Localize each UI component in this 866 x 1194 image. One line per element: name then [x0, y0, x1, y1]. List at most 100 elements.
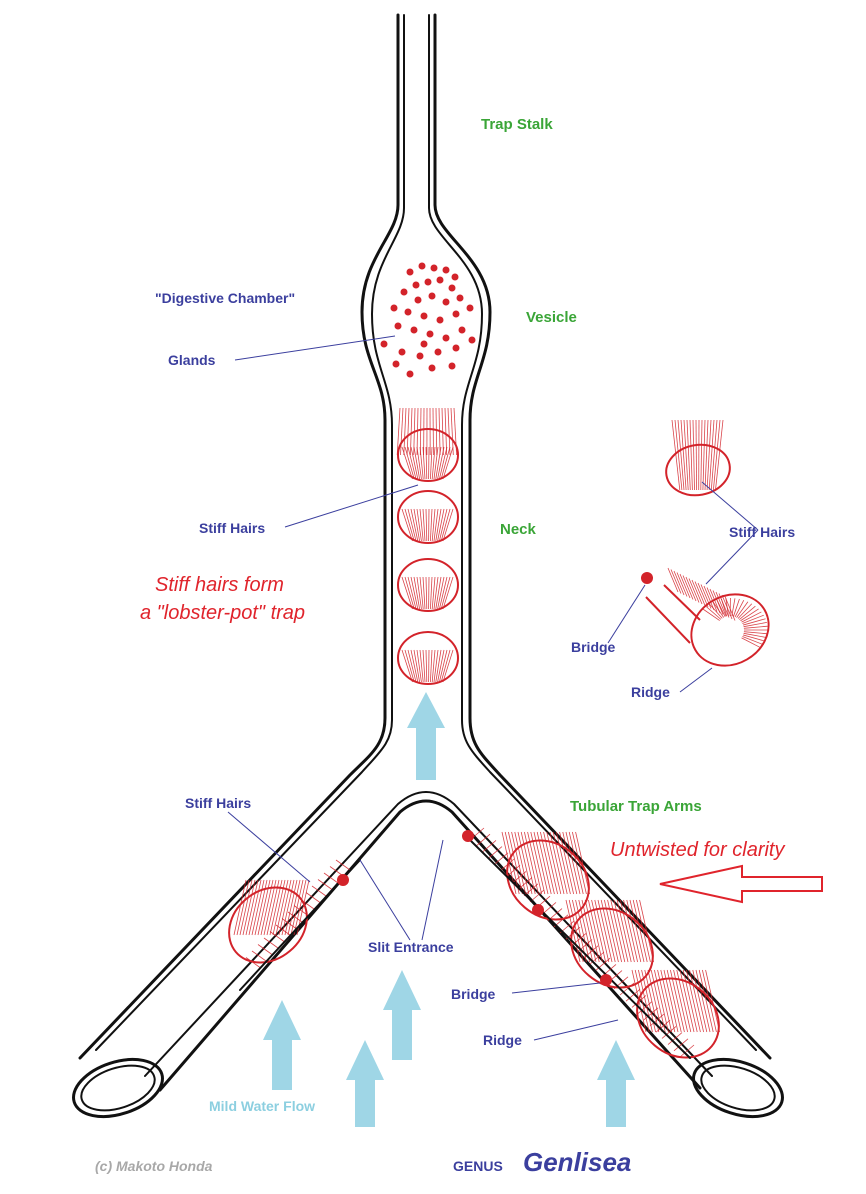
- arm-hair: [251, 879, 265, 936]
- label-stiff-hairs-arm: Stiff Hairs: [185, 795, 251, 811]
- arm-hair: [248, 879, 262, 936]
- arm-hair: [643, 1007, 659, 1021]
- label-stiff-hairs-detail: Stiff Hairs: [729, 524, 795, 540]
- neck-ring: [397, 558, 459, 612]
- detail-hair: [715, 419, 724, 491]
- detail-hair: [697, 582, 709, 608]
- neck-hair: [442, 649, 454, 683]
- arm-hair: [257, 944, 273, 955]
- neck-hair: [413, 576, 420, 610]
- slit-line-right: [467, 837, 691, 1059]
- neck-hair: [437, 446, 445, 480]
- arm-ring: [506, 839, 590, 921]
- bridge-dot-right-1: [462, 830, 474, 842]
- arm-hair: [511, 871, 527, 884]
- neck-hair: [439, 508, 448, 542]
- neck-hair: [396, 407, 401, 456]
- outer-wall-left: [78, 13, 400, 1060]
- label-digestive-chamber: "Digestive Chamber": [155, 290, 295, 306]
- neck-hair: [400, 407, 404, 456]
- arm-hair: [692, 969, 708, 1033]
- neck-hair: [440, 649, 451, 683]
- arm-hair: [667, 1032, 683, 1045]
- neck-hair: [437, 649, 445, 683]
- label-vesicle: Vesicle: [526, 309, 577, 326]
- neck-hair: [413, 508, 420, 542]
- arm-hair: [269, 879, 283, 936]
- neck-hair: [425, 649, 428, 683]
- arm-hair: [536, 831, 552, 895]
- neck-rings: [397, 428, 459, 685]
- arm-hair: [559, 831, 574, 895]
- arm-hair: [272, 879, 286, 936]
- arm-hair: [260, 879, 274, 936]
- arm-hairs: [233, 827, 720, 1058]
- arm-hair: [636, 899, 651, 963]
- neck-hair: [407, 649, 417, 683]
- arm-hair: [287, 911, 303, 923]
- arm-hair: [242, 879, 256, 936]
- arm-hair: [689, 969, 704, 1033]
- neck-hair: [430, 649, 433, 683]
- neck-hair: [401, 649, 413, 683]
- detail-hair: [667, 567, 679, 593]
- gland-dot: [380, 340, 388, 348]
- arm-hair: [629, 899, 645, 963]
- gland-dot: [420, 312, 428, 320]
- arm-hair: [575, 899, 590, 963]
- detail-hair: [671, 419, 681, 491]
- arm-hair: [620, 899, 635, 963]
- detail-hair: [743, 622, 767, 628]
- arm-hair: [702, 969, 717, 1033]
- arm-hair: [245, 879, 259, 936]
- arm-bridge-leader: [511, 982, 601, 994]
- arm-hair: [666, 969, 682, 1033]
- neck-hair: [422, 446, 426, 480]
- gland-dot: [456, 294, 464, 302]
- label-slit-entrance: Slit Entrance: [368, 939, 454, 955]
- detail-hair: [742, 636, 764, 646]
- neck-hair: [404, 649, 415, 683]
- arm-hair: [504, 831, 520, 895]
- slit-leader-right: [421, 839, 444, 941]
- neck-hair: [437, 576, 445, 610]
- neck-hair: [406, 407, 410, 456]
- gland-dot: [406, 370, 414, 378]
- flow-arrow-4: [597, 1040, 635, 1127]
- arm-hair: [284, 879, 298, 936]
- gland-dot: [428, 364, 436, 372]
- neck-hair: [425, 446, 428, 480]
- detail-hair: [676, 572, 688, 597]
- glands-leader: [234, 335, 396, 361]
- label-lobster-line1: Stiff hairs form: [155, 574, 284, 596]
- gland-dot: [394, 322, 402, 330]
- detail-hair: [736, 601, 749, 618]
- gland-dot: [452, 344, 460, 352]
- neck-hair: [433, 649, 439, 683]
- arm-hair: [568, 831, 584, 895]
- neck-hair: [442, 576, 454, 610]
- arm-hair: [317, 879, 333, 890]
- arm-hair: [562, 831, 578, 895]
- arm-inner-wall-outer: [158, 799, 702, 1092]
- gland-dot: [448, 362, 456, 370]
- neck-hairs-leader: [284, 484, 419, 528]
- neck-hair: [407, 446, 417, 480]
- gland-dot: [398, 348, 406, 356]
- label-bridge-detail: Bridge: [571, 639, 616, 655]
- arm-hair: [594, 899, 610, 963]
- detail-hair: [706, 419, 712, 491]
- arm-hair: [604, 899, 619, 963]
- neck-hair: [403, 407, 407, 456]
- gland-dot: [458, 326, 466, 334]
- detail-hair: [743, 625, 768, 629]
- gland-dot: [442, 298, 450, 306]
- detail-hairs-leader-2: [705, 529, 759, 585]
- neck-hair: [404, 576, 415, 610]
- arm-hair: [572, 831, 587, 895]
- label-stiff-hairs-neck: Stiff Hairs: [199, 520, 265, 536]
- label-untwisted: Untwisted for clarity: [610, 839, 785, 861]
- neck-hair: [437, 508, 445, 542]
- gland-dot: [448, 284, 456, 292]
